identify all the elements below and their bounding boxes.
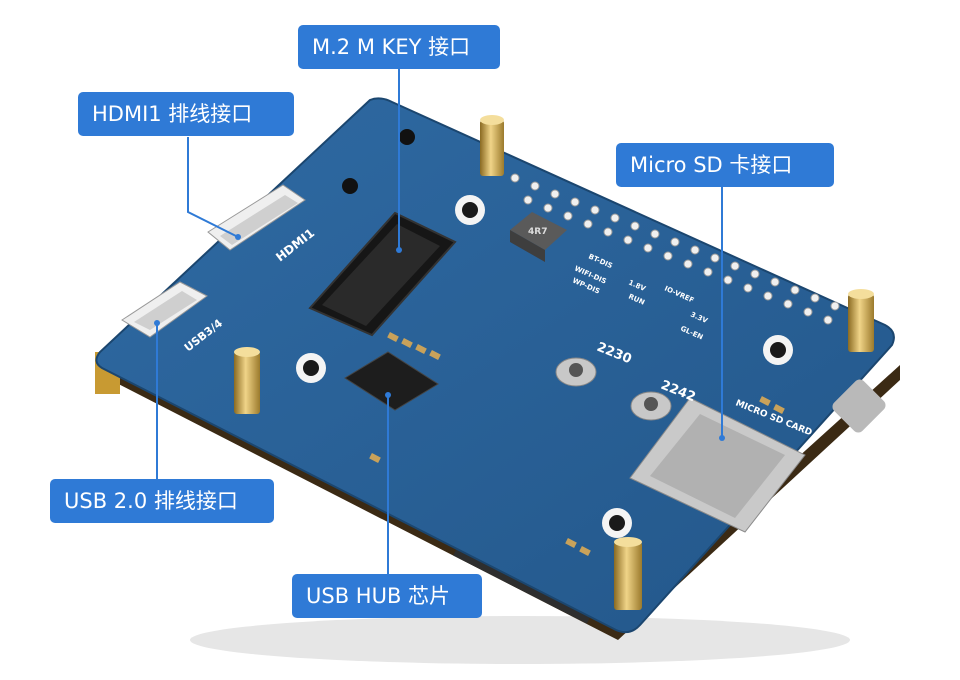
brass-standoffs xyxy=(234,115,874,610)
micro-sd-slot xyxy=(629,397,806,533)
usb-c-port xyxy=(832,379,886,433)
callout-usb-hub-chip: USB HUB 芯片 xyxy=(292,574,482,618)
gpio-header xyxy=(510,173,840,325)
callout-m2-mkey: M.2 M KEY 接口 xyxy=(298,25,500,69)
m2-slot xyxy=(308,211,457,337)
inductor xyxy=(510,212,567,262)
leader-hdmi xyxy=(187,137,239,238)
mounting-holes xyxy=(296,129,793,538)
m2-standoff-nuts xyxy=(555,357,672,421)
callout-usb2-fpc: USB 2.0 排线接口 xyxy=(50,479,274,523)
smd-components xyxy=(369,332,785,556)
usb-fpc-connector xyxy=(121,281,208,338)
usb-hub-chip xyxy=(344,351,439,411)
callout-micro-sd: Micro SD 卡接口 xyxy=(616,143,834,187)
callout-hdmi-fpc: HDMI1 排线接口 xyxy=(78,92,294,136)
inductor-marking: 4R7 xyxy=(528,227,547,237)
board-shadow xyxy=(190,616,850,664)
leader-lines xyxy=(156,69,723,574)
leader-dots xyxy=(154,234,725,441)
